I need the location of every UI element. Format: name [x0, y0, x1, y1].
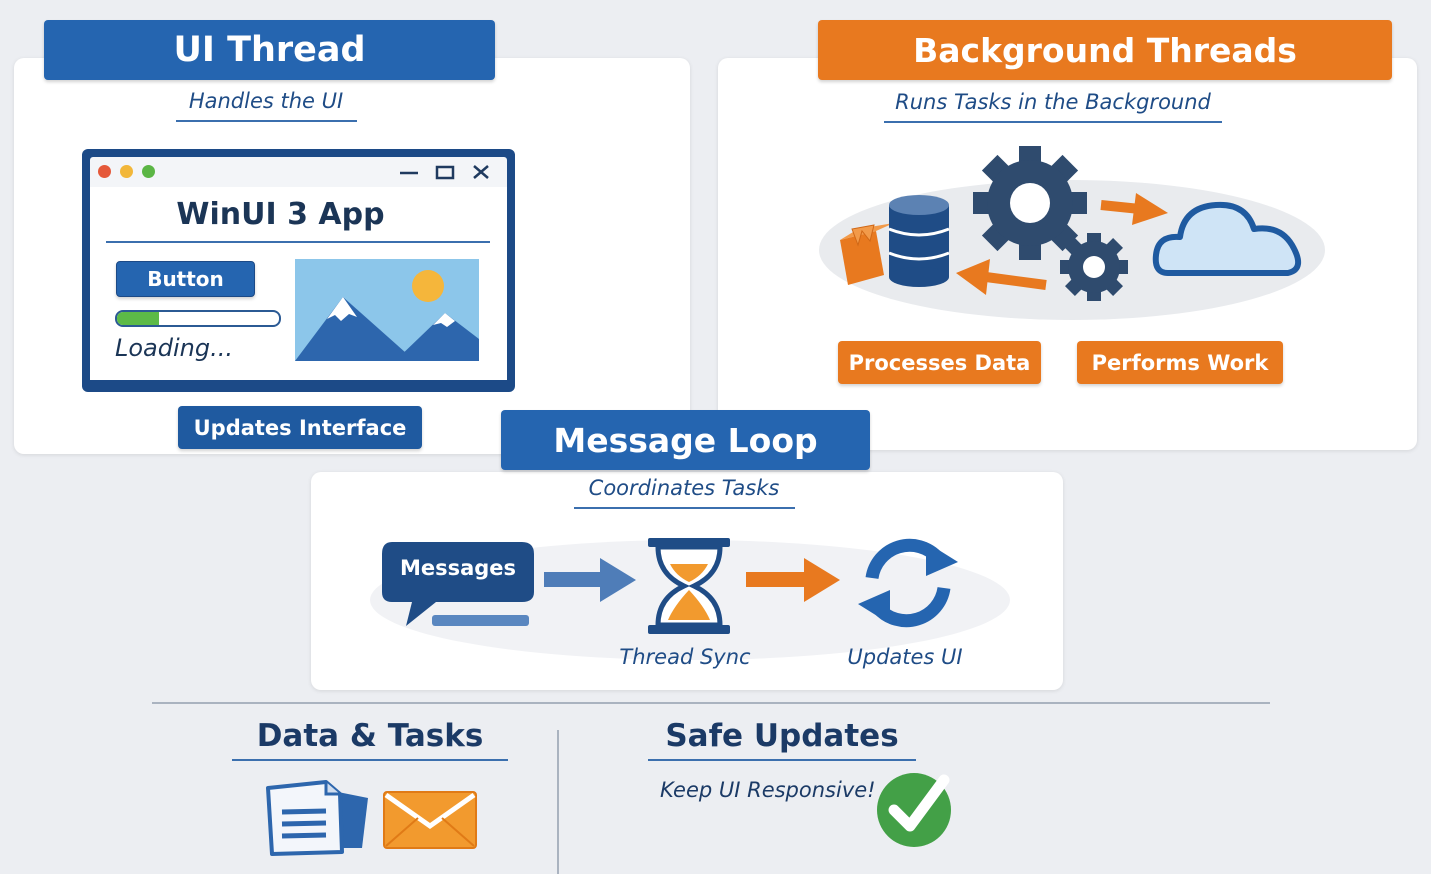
landscape-image-icon	[295, 259, 479, 361]
performs-work-button[interactable]: Performs Work	[1077, 341, 1283, 384]
app-window: WinUI 3 App Button Loading...	[82, 149, 515, 392]
messages-label: Messages	[399, 556, 517, 580]
progress-bar	[115, 310, 281, 327]
package-icon	[840, 223, 894, 285]
window-close-icon[interactable]	[470, 163, 492, 181]
processes-data-button[interactable]: Processes Data	[838, 341, 1041, 384]
window-close-dot[interactable]	[98, 165, 111, 178]
ui-thread-subtitle: Handles the UI	[188, 89, 344, 113]
message-loop-subtitle-underline	[574, 507, 795, 509]
database-icon	[888, 195, 950, 287]
small-gear-icon	[1060, 233, 1128, 301]
background-threads-subtitle-underline	[884, 121, 1222, 123]
data-tasks-title: Data & Tasks	[256, 718, 484, 754]
data-tasks-underline	[232, 759, 508, 761]
app-button[interactable]: Button	[116, 261, 255, 297]
hourglass-icon	[648, 538, 730, 634]
checkmark-icon	[877, 773, 951, 847]
progress-fill	[117, 312, 160, 325]
sync-refresh-icon	[858, 538, 958, 628]
background-threads-header: Background Threads	[818, 20, 1392, 80]
window-minimize-dot[interactable]	[120, 165, 133, 178]
safe-updates-title: Safe Updates	[665, 718, 899, 754]
ui-thread-subtitle-underline	[176, 120, 357, 122]
footer-vertical-divider	[557, 730, 559, 874]
arrow-right-blue-icon	[544, 558, 636, 602]
loading-text: Loading...	[115, 334, 233, 362]
updates-ui-label: Updates UI	[847, 645, 963, 669]
safe-updates-underline	[648, 759, 916, 761]
background-threads-subtitle: Runs Tasks in the Background	[895, 90, 1211, 114]
keep-ui-responsive-text: Keep UI Responsive!	[660, 778, 876, 802]
message-loop-subtitle: Coordinates Tasks	[588, 476, 780, 500]
arrow-right-orange-icon	[746, 558, 840, 602]
large-gear-icon	[973, 146, 1087, 260]
background-work-illustration	[819, 146, 1325, 320]
messages-bubble-icon	[382, 542, 534, 626]
updates-interface-button[interactable]: Updates Interface	[178, 406, 422, 449]
ui-thread-header: UI Thread	[44, 20, 495, 80]
window-maximize-icon[interactable]	[434, 163, 456, 181]
app-title: WinUI 3 App	[176, 197, 385, 232]
message-loop-header: Message Loop	[501, 410, 870, 470]
arrow-left-icon	[956, 259, 1047, 295]
envelope-icon	[383, 791, 477, 849]
document-icon	[266, 780, 368, 856]
footer-divider	[152, 702, 1270, 704]
window-maximize-dot[interactable]	[142, 165, 155, 178]
cloud-icon	[1152, 201, 1301, 276]
app-title-divider	[106, 241, 490, 243]
thread-sync-label: Thread Sync	[619, 645, 751, 669]
arrow-right-icon	[1100, 193, 1168, 225]
window-minimize-icon[interactable]	[398, 163, 420, 181]
